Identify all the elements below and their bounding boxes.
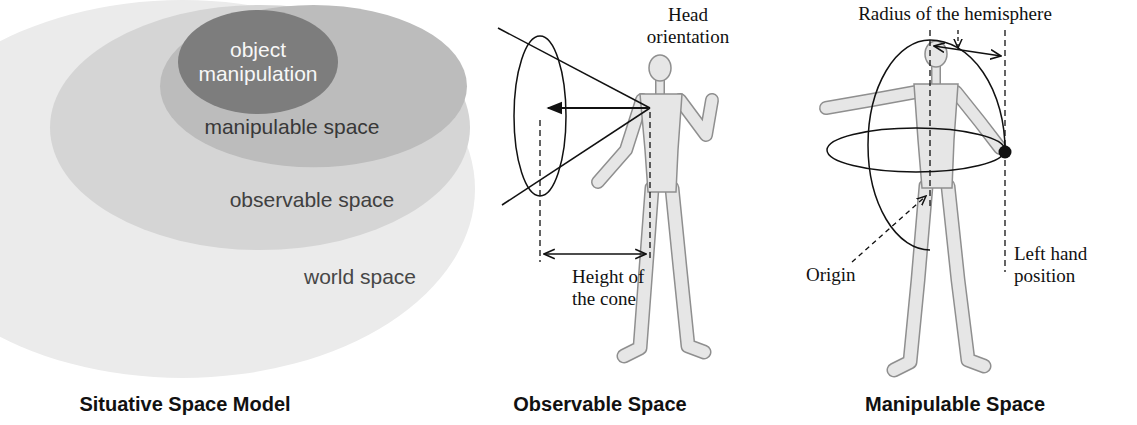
figure-arm bbox=[680, 100, 712, 135]
figure-leg bbox=[948, 186, 984, 366]
hemisphere-outline bbox=[868, 40, 930, 250]
annotation-label: Radius of the hemisphere bbox=[858, 3, 1052, 25]
figure-leg bbox=[672, 188, 704, 352]
hemisphere-equator bbox=[827, 128, 1005, 172]
ellipse-fill bbox=[178, 10, 338, 114]
annotation-label: Origin bbox=[806, 264, 856, 286]
figure-leg bbox=[948, 186, 984, 366]
figure-neck bbox=[933, 66, 940, 84]
annotation-label: Head orientation bbox=[638, 4, 738, 48]
leader-arrow bbox=[852, 196, 926, 262]
figure-arm bbox=[680, 100, 712, 135]
panel-caption: Observable Space bbox=[513, 392, 686, 416]
ellipse-fill bbox=[0, 0, 475, 378]
ellipse-fill bbox=[50, 5, 470, 250]
figure-leg bbox=[894, 186, 926, 370]
dashed-guide bbox=[539, 120, 540, 262]
figure-leg bbox=[894, 186, 926, 370]
figure-arm bbox=[826, 92, 916, 108]
panel-caption: Situative Space Model bbox=[79, 392, 290, 416]
dashed-guide bbox=[929, 30, 930, 210]
panel-caption: Manipulable Space bbox=[865, 392, 1045, 416]
figure-head bbox=[925, 41, 947, 67]
observable-space-ellipse: object manipulation manipulable space obse… bbox=[50, 5, 470, 250]
object-manipulation-ellipse: object manipulation bbox=[178, 10, 338, 114]
annotation-label: Left hand position bbox=[1014, 243, 1114, 287]
figure-arm bbox=[598, 100, 642, 182]
figure-head bbox=[649, 55, 671, 81]
annotation-label: Height of the cone bbox=[572, 266, 672, 310]
dimension-arrow bbox=[544, 253, 646, 255]
figure-arm bbox=[598, 100, 642, 182]
region-label: observable space bbox=[230, 188, 395, 212]
hemisphere-outline bbox=[930, 40, 1005, 150]
world-space-ellipse: object manipulation manipulable space obse… bbox=[0, 0, 475, 378]
figure-leg bbox=[672, 188, 704, 352]
dashed-guide bbox=[649, 112, 650, 262]
region-label: world space bbox=[304, 265, 416, 289]
region-label: object manipulation bbox=[193, 38, 323, 86]
ellipse-fill bbox=[160, 5, 467, 167]
manipulable-space-ellipse: object manipulation manipulable space bbox=[160, 5, 467, 167]
dimension-arrow bbox=[934, 46, 1001, 56]
cone-edge bbox=[502, 108, 650, 205]
figure-arm bbox=[826, 92, 916, 108]
figure-neck bbox=[931, 66, 941, 84]
orientation-arrow bbox=[548, 107, 648, 109]
hand-position-dot bbox=[999, 146, 1012, 159]
leader-arrow bbox=[957, 30, 958, 48]
cone-edge bbox=[498, 28, 650, 108]
region-label: manipulable space bbox=[204, 115, 379, 139]
